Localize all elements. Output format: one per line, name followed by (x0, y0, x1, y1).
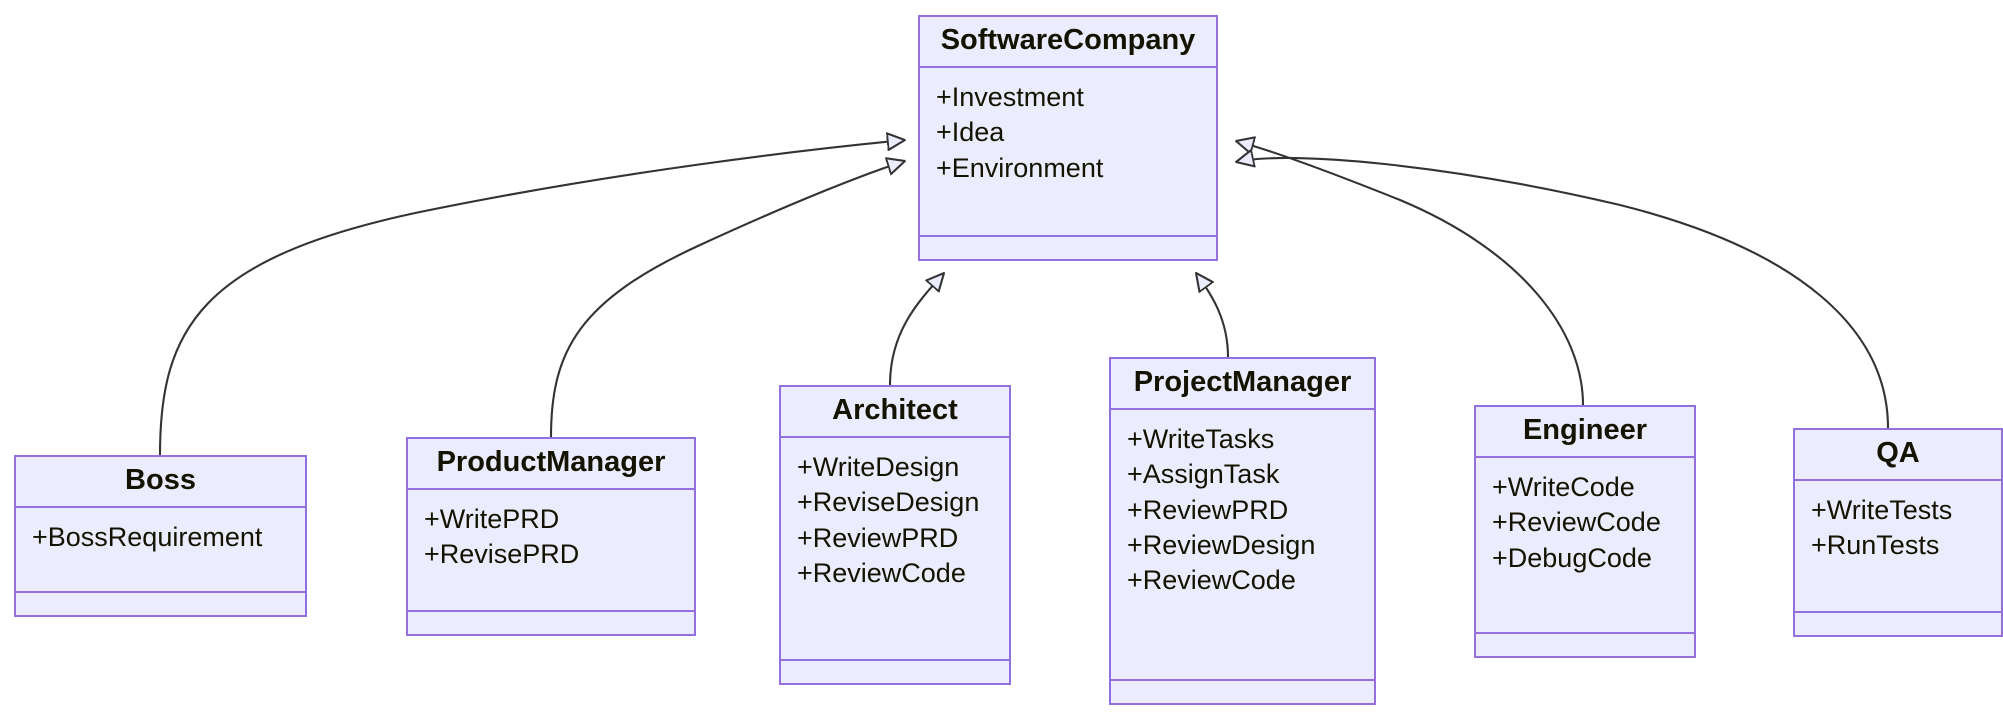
class-title-engineer: Engineer (1476, 407, 1694, 458)
class-methods-project-manager (1111, 681, 1374, 703)
class-attributes-project-manager: +WriteTasks +AssignTask +ReviewPRD +Revi… (1111, 410, 1374, 681)
class-attributes-qa: +WriteTests +RunTests (1795, 481, 2001, 613)
class-title-boss: Boss (16, 457, 305, 508)
class-attributes-product-manager: +WritePRD +RevisePRD (408, 490, 694, 612)
class-box-software-company[interactable]: SoftwareCompany +Investment +Idea +Envir… (918, 15, 1218, 261)
class-member: +ReviewCode (797, 558, 966, 589)
class-member: +ReviewDesign (1127, 530, 1316, 561)
class-attributes-architect: +WriteDesign +ReviseDesign +ReviewPRD +R… (781, 438, 1009, 661)
class-methods-architect (781, 661, 1009, 683)
class-member: +ReviewCode (1127, 565, 1296, 596)
class-box-boss[interactable]: Boss +BossRequirement (14, 455, 307, 617)
class-member: +ReviseDesign (797, 487, 980, 518)
class-member: +ReviewPRD (1127, 494, 1289, 525)
class-box-product-manager[interactable]: ProductManager +WritePRD +RevisePRD (406, 437, 696, 636)
class-title-architect: Architect (781, 387, 1009, 438)
class-methods-software-company (920, 237, 1216, 259)
class-member: +WritePRD (424, 504, 560, 534)
class-member: +WriteCode (1492, 472, 1635, 502)
class-methods-boss (16, 593, 305, 615)
class-box-engineer[interactable]: Engineer +WriteCode +ReviewCode +DebugCo… (1474, 405, 1696, 658)
class-title-qa: QA (1795, 430, 2001, 481)
class-title-product-manager: ProductManager (408, 439, 694, 490)
class-methods-qa (1795, 613, 2001, 635)
class-member: +WriteDesign (797, 452, 960, 482)
class-member: +WriteTasks (1127, 424, 1275, 454)
class-member: +BossRequirement (32, 522, 263, 552)
edge-architect-to-softwarecompany (888, 273, 944, 386)
class-member: +WriteTests (1811, 495, 1953, 525)
class-attributes-boss: +BossRequirement (16, 508, 305, 593)
class-methods-engineer (1476, 634, 1694, 656)
class-member: +RevisePRD (424, 539, 580, 570)
class-member: +Investment (936, 82, 1084, 112)
class-attributes-software-company: +Investment +Idea +Environment (920, 68, 1216, 237)
class-member: +DebugCode (1492, 542, 1652, 573)
class-methods-product-manager (408, 612, 694, 634)
class-member: +ReviewCode (1492, 507, 1661, 538)
class-member: +Environment (936, 152, 1104, 183)
class-box-architect[interactable]: Architect +WriteDesign +ReviseDesign +Re… (779, 385, 1011, 685)
class-title-project-manager: ProjectManager (1111, 359, 1374, 410)
class-title-software-company: SoftwareCompany (920, 17, 1216, 68)
class-member: +RunTests (1811, 530, 1940, 561)
class-attributes-engineer: +WriteCode +ReviewCode +DebugCode (1476, 458, 1694, 634)
class-member: +AssignTask (1127, 459, 1280, 490)
class-member: +Idea (936, 117, 1005, 148)
class-box-qa[interactable]: QA +WriteTests +RunTests (1793, 428, 2003, 637)
class-member: +ReviewPRD (797, 522, 959, 553)
class-box-project-manager[interactable]: ProjectManager +WriteTasks +AssignTask +… (1109, 357, 1376, 705)
edge-projectmanager-to-softwarecompany (1196, 273, 1230, 358)
